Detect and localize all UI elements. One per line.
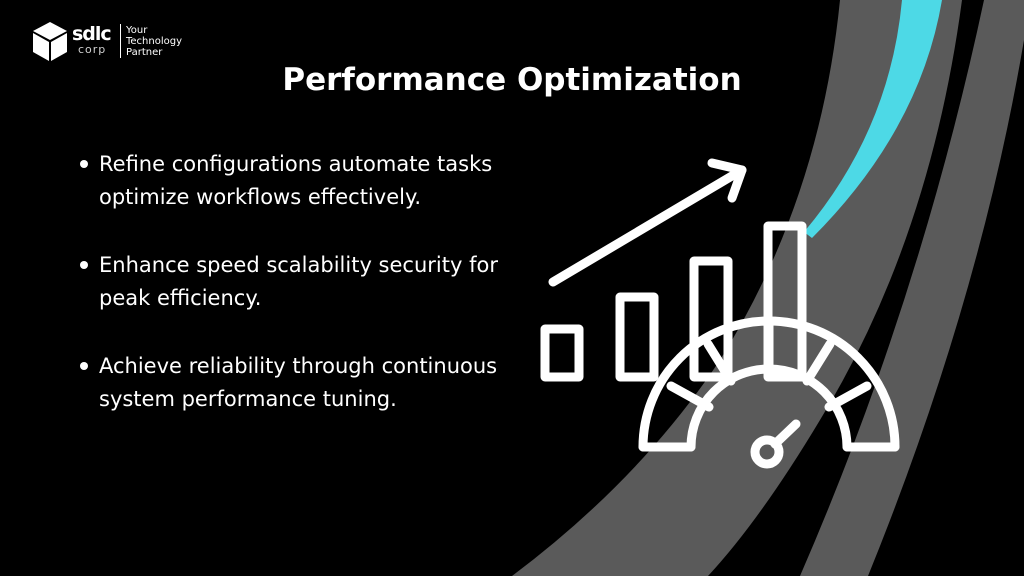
logo-tagline: Your Technology Partner xyxy=(126,25,182,58)
gray-curved-band xyxy=(512,0,962,576)
bar-1 xyxy=(540,324,584,382)
logo-tagline-line: Partner xyxy=(126,47,163,58)
gauge-pivot xyxy=(750,435,784,469)
cyan-accent-swoosh xyxy=(804,0,942,238)
performance-gauge-growth-icon xyxy=(540,158,900,469)
bullet-dot xyxy=(80,362,88,370)
bullet-text: Enhance speed scalability security for p… xyxy=(99,253,498,310)
logo-subtext: corp xyxy=(78,43,107,56)
bullet-list: Refine configurations automate tasks opt… xyxy=(78,148,518,451)
company-logo[interactable]: sdlc corp Your Technology Partner xyxy=(30,20,200,64)
bullet-text: Achieve reliability through continuous s… xyxy=(99,354,498,411)
logo-tagline-line: Your xyxy=(126,25,148,36)
gauge-divider xyxy=(824,381,872,412)
gray-diagonal-stripe xyxy=(800,0,1024,576)
bullet-text: Refine configurations automate tasks opt… xyxy=(99,152,493,209)
bar-3 xyxy=(689,256,733,382)
gauge-divider xyxy=(703,339,736,386)
bullet-item: Enhance speed scalability security for p… xyxy=(78,249,518,315)
growth-arrow-head xyxy=(707,158,747,203)
bullet-dot xyxy=(80,261,88,269)
bar-2 xyxy=(615,292,659,382)
gauge-divider xyxy=(666,381,714,412)
bar-4 xyxy=(763,221,807,382)
page-title: Performance Optimization xyxy=(282,62,742,98)
growth-arrow-line xyxy=(548,165,747,287)
logo-divider xyxy=(120,24,121,58)
logo-wordmark: sdlc xyxy=(72,23,112,45)
gauge-divider xyxy=(802,339,835,386)
bullet-dot xyxy=(80,160,88,168)
bullet-item: Refine configurations automate tasks opt… xyxy=(78,148,518,214)
cube-logo-icon xyxy=(33,22,67,61)
logo-tagline-line: Technology xyxy=(126,36,183,47)
bullet-item: Achieve reliability through continuous s… xyxy=(78,350,518,416)
